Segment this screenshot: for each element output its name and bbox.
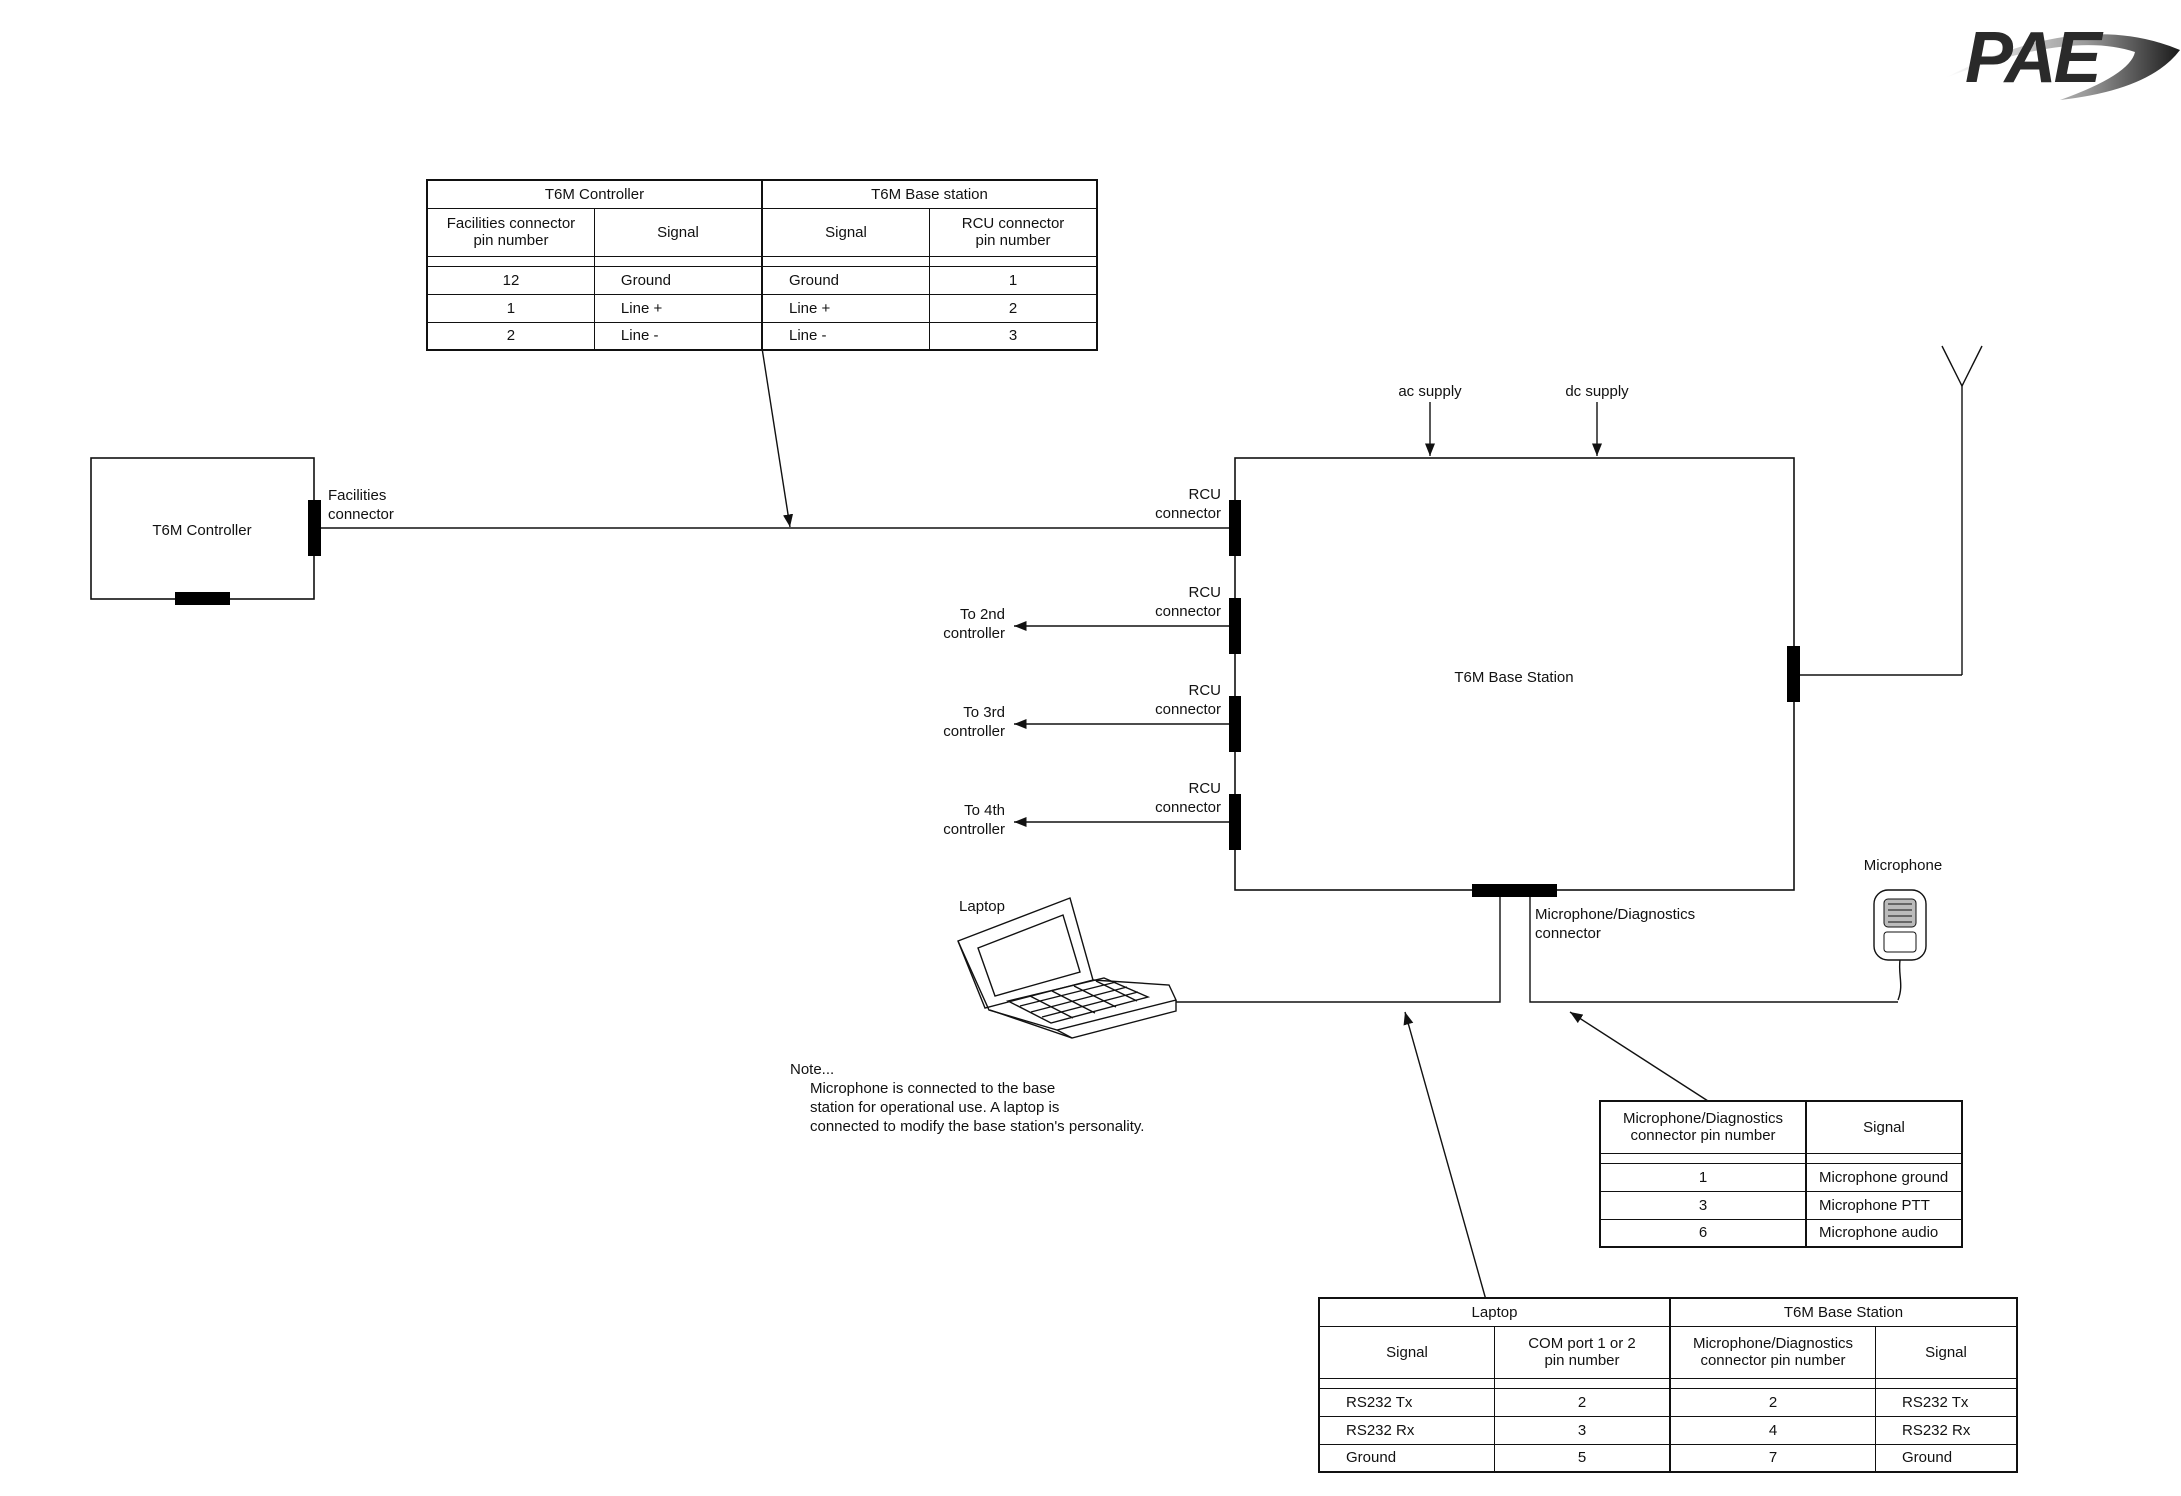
table-group-header: T6M Base Station [1669,1297,2018,1327]
controller-bottom-connector [175,592,230,605]
antenna-connector [1787,646,1800,702]
table-header: Signal [1805,1100,1963,1154]
output-2nd-label-2: controller [943,625,1005,642]
note-line: connected to modify the base station's p… [810,1118,1145,1135]
t6m-controller: T6M Controller Facilities connector [90,457,394,605]
output-3rd-label-1: To 3rd [963,704,1005,721]
leader-laptop-table [1403,1011,1487,1301]
laptop-icon: Laptop [957,897,1177,1039]
laptop-pinout-table: Laptop T6M Base Station Signal COM port … [1318,1297,2018,1473]
rcu-connector-3-label-2: connector [1155,701,1221,718]
microphone-cable [1529,897,1898,1003]
ac-supply-label: ac supply [1398,383,1462,400]
microphone-icon: Microphone [1864,857,1942,1001]
output-3rd-label-2: controller [943,723,1005,740]
antenna-icon [1800,345,1983,676]
mic-diag-connector [1472,884,1557,897]
mic-diag-label-1: Microphone/Diagnostics [1535,906,1695,923]
table-header: Signal [1318,1325,1495,1379]
rcu-connector-1-label-1: RCU [1189,486,1222,503]
output-4th-label-1: To 4th [964,802,1005,819]
table-header: Signal [593,207,763,257]
note-heading: Note... [790,1061,835,1078]
laptop-cable [1176,897,1501,1003]
note: Note... Microphone is connected to the b… [790,1060,1144,1136]
rcu-connector-1 [1229,500,1241,556]
pae-logo: PAE [1945,18,2180,100]
rcu-connector-3-label-1: RCU [1189,682,1222,699]
facilities-connector-label-2: connector [328,506,394,523]
rcu-connector-1-label-2: connector [1155,505,1221,522]
output-2nd-label-1: To 2nd [960,606,1005,623]
facilities-connector-label-1: Facilities [328,487,386,504]
pae-logo-text: PAE [1965,18,2104,98]
base-station-label: T6M Base Station [1454,669,1573,686]
leader-microphone-table [1569,1011,1709,1102]
mic-diag-label-2: connector [1535,925,1601,942]
table-group-header: Laptop [1318,1297,1671,1327]
rcu-connector-4 [1229,794,1241,850]
t6m-base-station: T6M Base Station ac supply dc supply RCU… [1155,383,1800,942]
laptop-label: Laptop [959,898,1005,915]
note-line: station for operational use. A laptop is [810,1099,1060,1116]
rcu-connector-4-label-1: RCU [1189,780,1222,797]
rcu-connector-2-label-2: connector [1155,603,1221,620]
output-4th-label-2: controller [943,821,1005,838]
facilities-connector [308,500,321,556]
table-header: Signal [1875,1325,2018,1379]
leader-controller-table [761,347,794,528]
rcu-connector-4-label-2: connector [1155,799,1221,816]
dc-supply-label: dc supply [1565,383,1629,400]
table-group-header: T6M Controller [426,179,763,209]
table-group-header: T6M Base station [761,179,1098,209]
microphone-label: Microphone [1864,857,1942,874]
rcu-connector-2-label-1: RCU [1189,584,1222,601]
controller-outputs: To 2nd controller To 3rd controller To 4… [943,606,1229,838]
note-line: Microphone is connected to the base [810,1080,1056,1097]
rcu-connector-3 [1229,696,1241,752]
table-header: Signal [761,207,931,257]
controller-pinout-table: T6M Controller T6M Base station Faciliti… [426,179,1098,351]
rcu-connector-2 [1229,598,1241,654]
controller-label: T6M Controller [152,522,251,539]
